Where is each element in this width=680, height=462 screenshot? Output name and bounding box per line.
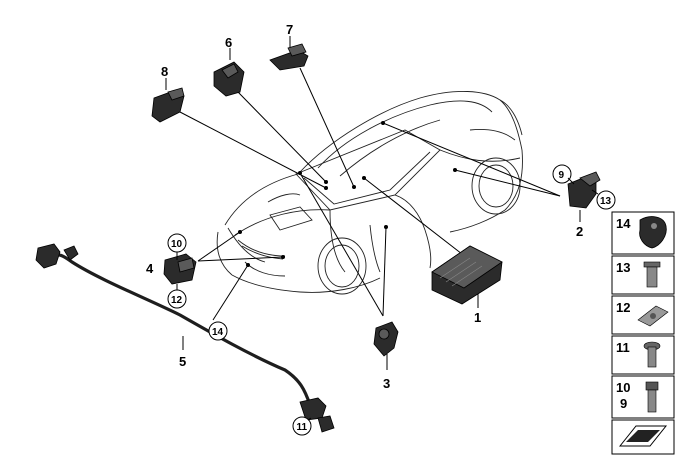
sensor-bracket-7-icon[interactable]	[269, 43, 309, 71]
part-labels: 1 2 3 4 5 6 7 8	[146, 22, 583, 391]
svg-text:11: 11	[297, 422, 308, 433]
svg-text:12: 12	[171, 295, 183, 306]
cable-harness-icon[interactable]	[35, 243, 335, 433]
leader-lines	[165, 36, 581, 370]
part-number-4: 4	[146, 261, 154, 276]
callout-13: 13	[596, 190, 616, 210]
sensor-bracket-6-icon[interactable]	[213, 61, 245, 97]
svg-text:13: 13	[600, 196, 612, 207]
front-crash-sensor-icon[interactable]	[163, 253, 197, 285]
callout-9: 9	[552, 164, 572, 184]
part-number-3: 3	[383, 376, 390, 391]
rivet-nut-icon	[643, 261, 661, 288]
callout-12: 12	[167, 289, 187, 309]
car-outline	[216, 91, 523, 295]
clip-nut-icon	[637, 305, 669, 327]
rear-sensor-bracket-icon[interactable]	[567, 171, 601, 209]
grommet-icon	[639, 216, 667, 249]
legend-14: 14	[616, 216, 631, 231]
part-number-8: 8	[161, 64, 168, 79]
screw-icon	[643, 341, 661, 368]
legend-12: 12	[616, 300, 630, 315]
legend-11: 11	[616, 340, 630, 355]
callout-14-harness: 14	[208, 321, 228, 341]
circled-callouts: 9 13 10 12 14 11	[167, 164, 616, 436]
svg-text:9: 9	[559, 170, 565, 181]
part-number-1: 1	[474, 310, 481, 325]
hardware-legend: 14 13 12 11 10 9	[611, 211, 675, 455]
control-module-icon[interactable]	[431, 245, 503, 305]
legend-13: 13	[616, 260, 630, 275]
sensor-bracket-8-icon[interactable]	[151, 87, 185, 123]
legend-9: 9	[620, 396, 627, 411]
svg-text:14: 14	[212, 327, 224, 338]
part-number-5: 5	[179, 354, 186, 369]
svg-text:10: 10	[171, 239, 183, 250]
legend-10: 10	[616, 380, 630, 395]
bolt-icon	[645, 381, 659, 413]
part-number-7: 7	[286, 22, 293, 37]
pillar-sensor-icon[interactable]	[373, 321, 399, 357]
callout-10: 10	[167, 233, 187, 253]
callout-11: 11	[292, 416, 312, 436]
arrow-tag-icon	[618, 425, 668, 447]
part-number-6: 6	[225, 35, 232, 50]
part-number-2: 2	[576, 224, 583, 239]
